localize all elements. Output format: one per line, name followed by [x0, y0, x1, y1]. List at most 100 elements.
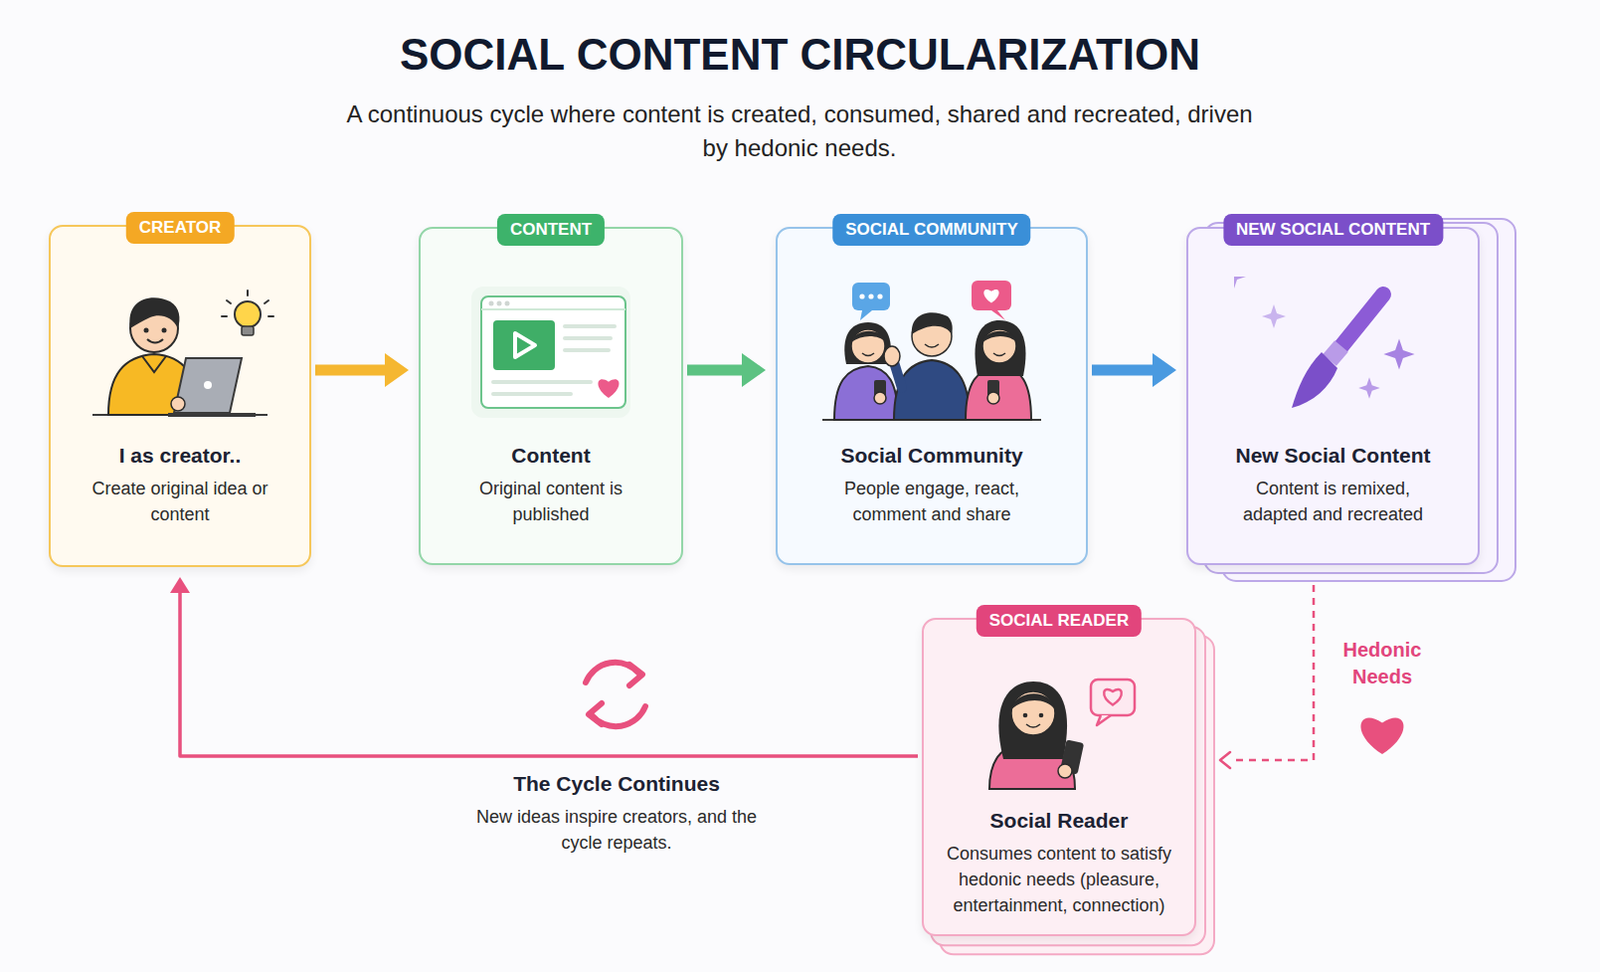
drawing-part — [481, 308, 626, 311]
drawing-part — [234, 301, 261, 328]
drawing-part — [629, 664, 643, 686]
drawing-part — [497, 301, 503, 307]
node-body: Content is remixed, adapted and recreate… — [1226, 475, 1440, 528]
drawing-part — [471, 286, 631, 418]
process-box: SOCIAL COMMUNITY Social CommunityPeople … — [775, 226, 1088, 565]
drawing-part — [1058, 763, 1072, 778]
drawing-part — [834, 365, 898, 420]
community-illustration — [802, 276, 1062, 426]
drawing-part — [505, 301, 511, 307]
drawing-part — [1291, 352, 1338, 408]
drawing-part — [1261, 304, 1286, 329]
flow-arrow — [687, 364, 742, 376]
stacked-cards — [930, 218, 1516, 954]
drawing-part — [1329, 346, 1342, 360]
drawing-part — [564, 348, 609, 353]
drawing-part — [993, 353, 1006, 356]
drawing-part — [1383, 338, 1415, 369]
drawing-part — [991, 310, 1006, 321]
drawing-part — [515, 333, 535, 357]
drawing-part — [1039, 712, 1045, 718]
drawing-part — [129, 297, 179, 329]
content-illustration — [451, 276, 651, 426]
drawing-part — [1103, 689, 1122, 706]
drawing-part — [860, 310, 873, 321]
drawing-part — [971, 280, 1012, 311]
process-box: NEW SOCIAL CONTENT New Social ContentCon… — [1186, 226, 1480, 565]
drawing-part — [998, 681, 1067, 759]
drawing-part — [226, 300, 231, 304]
flow-arrow — [1091, 364, 1153, 376]
node-badge: CREATOR — [126, 211, 235, 244]
drawing-part — [564, 324, 615, 329]
flow-arrow — [315, 364, 385, 376]
drawing-part — [493, 391, 571, 396]
flow-arrow — [1230, 584, 1314, 760]
node-badge: NEW SOCIAL CONTENT — [1223, 213, 1443, 246]
drawing-part — [481, 296, 626, 408]
drawing-part — [1011, 691, 1056, 735]
drawing-part — [142, 355, 167, 372]
node-badge: CONTENT — [497, 213, 605, 246]
drawing-part — [874, 391, 887, 404]
drawing-part — [1341, 294, 1384, 347]
icon-holder — [1200, 228, 1466, 426]
drawing-part — [1023, 712, 1029, 718]
node-badge: SOCIAL COMMUNITY — [832, 213, 1031, 246]
icon-holder — [432, 228, 670, 426]
drawing-part — [868, 293, 874, 299]
drawing-part — [168, 412, 256, 417]
drawing-part — [144, 328, 150, 334]
drawing-part — [264, 300, 269, 304]
drawing-part — [489, 301, 495, 307]
drawing-part — [983, 289, 999, 303]
node-body: Consumes content to satisfy hedonic need… — [935, 840, 1183, 918]
drawing-part — [893, 359, 970, 420]
drawing-part — [246, 290, 249, 296]
icon-holder — [935, 619, 1183, 791]
node-heading: I as creator.. — [62, 443, 298, 468]
drawing-part — [493, 379, 591, 384]
drawing-part — [221, 315, 227, 318]
cycle-icon — [585, 662, 646, 726]
drawing-part — [171, 396, 185, 411]
heart-symbol — [1360, 716, 1404, 754]
drawing-part — [221, 290, 274, 317]
node-body: Create original idea or content — [80, 475, 280, 528]
drawing-part — [493, 320, 555, 370]
drawing-part — [862, 353, 875, 356]
drawing-part — [1096, 714, 1111, 725]
drawing-part — [588, 703, 602, 724]
drawing-part — [851, 329, 886, 363]
drawing-part — [564, 336, 611, 341]
badge-text: CREATOR — [139, 217, 222, 237]
drawing-part — [203, 380, 212, 389]
node-heading: New Social Content — [1200, 443, 1466, 468]
drawing-part — [1360, 716, 1404, 754]
icon-holder — [62, 226, 298, 426]
badge-text: SOCIAL READER — [989, 610, 1129, 630]
reader-illustration — [959, 663, 1159, 791]
drawing-part — [1358, 376, 1381, 399]
icon-holder — [789, 228, 1074, 426]
drawing-part — [851, 331, 887, 343]
creator-illustration — [80, 276, 280, 426]
drawing-part — [911, 312, 953, 335]
drawing-part — [1234, 276, 1246, 289]
drawing-part — [597, 378, 619, 398]
cycle-heading: The Cycle Continues — [427, 771, 806, 796]
edge-label: Hedonic Needs — [1332, 636, 1432, 691]
drawing-part — [859, 293, 865, 299]
drawing-part — [982, 329, 1017, 363]
drawing-part — [1011, 693, 1056, 710]
drawing-part — [987, 391, 1000, 404]
drawing-part — [1026, 723, 1041, 727]
badge-text: NEW SOCIAL CONTENT — [1236, 219, 1430, 239]
cycle-note: New ideas inspire creators, and the cycl… — [467, 803, 766, 856]
badge-text: CONTENT — [510, 219, 592, 239]
drawing-part — [162, 328, 168, 334]
node-heading: Social Community — [789, 443, 1074, 468]
drawing-part — [877, 293, 883, 299]
process-box: CONTENT ContentOriginal content is publi… — [418, 226, 684, 565]
badge-text: SOCIAL COMMUNITY — [845, 219, 1018, 239]
